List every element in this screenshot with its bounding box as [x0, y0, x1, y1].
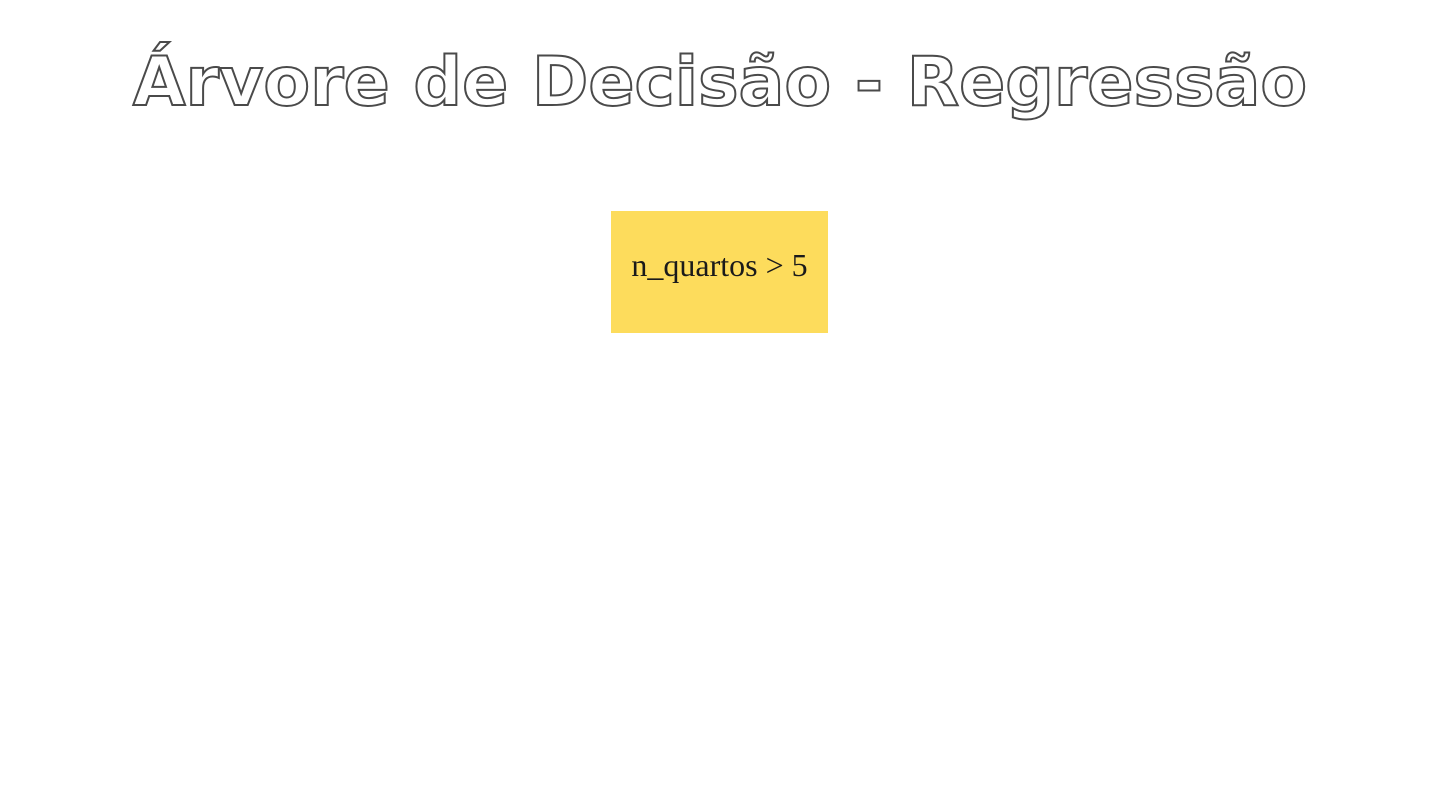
tree-root-node-label: n_quartos > 5 [631, 246, 808, 283]
slide-title: Árvore de Decisão - Regressão [132, 42, 1308, 123]
tree-root-node: n_quartos > 5 [611, 211, 828, 333]
